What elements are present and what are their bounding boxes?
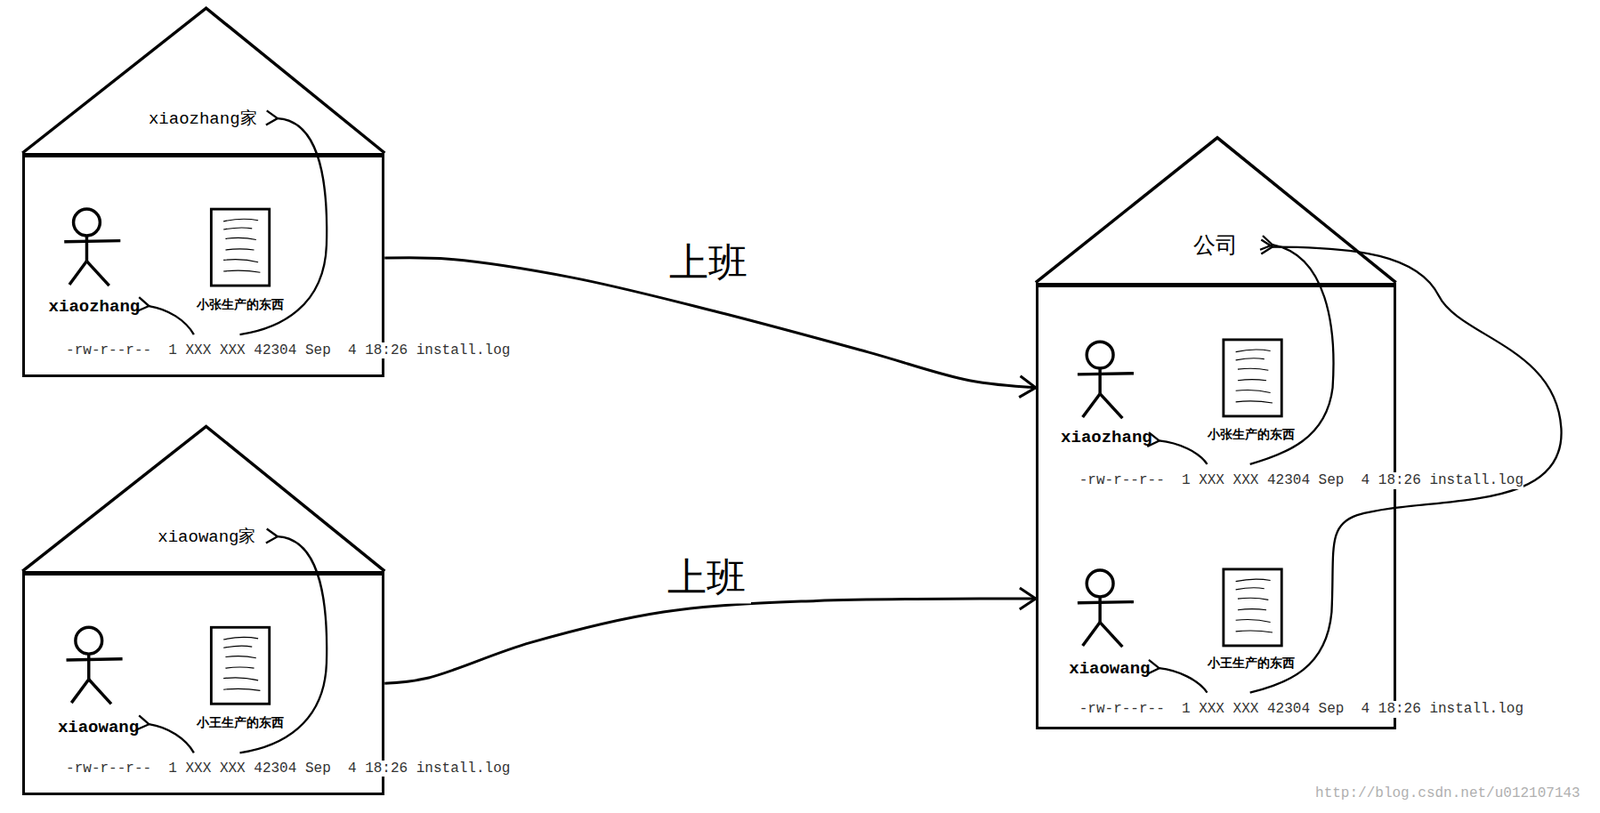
user-name: xiaowang (57, 719, 139, 739)
stick-figure (66, 627, 123, 704)
document-icon (1223, 569, 1282, 647)
document-icon (210, 627, 269, 704)
house-roof (22, 8, 385, 154)
owner-arrow (1159, 668, 1208, 694)
file-listing: -rw-r--r-- 1 XXX XXX 42304 Sep 4 18:26 i… (65, 342, 510, 359)
document-icon (210, 209, 269, 286)
file-listing: -rw-r--r-- 1 XXX XXX 42304 Sep 4 18:26 i… (1079, 472, 1524, 489)
commute-arrow (384, 598, 1036, 684)
stick-figure (64, 209, 121, 286)
company-roof (1035, 137, 1397, 283)
owner-arrow (1159, 440, 1208, 464)
house-roof (22, 426, 385, 572)
file-label: 小张生产的东西 (196, 297, 284, 312)
place-title: xiaozhang家 (148, 110, 258, 130)
user-name: xiaowang (1068, 660, 1150, 680)
owner-arrow (148, 724, 194, 753)
stick-figure (1077, 570, 1134, 647)
group-arrow (1250, 247, 1562, 694)
place-title: 公司 (1193, 233, 1238, 259)
owner-arrows (148, 118, 1561, 753)
file-label: 小张生产的东西 (1207, 427, 1295, 442)
building-box: 公司xiaozhang小张生产的东西-rw-r--r-- 1 XXX XXX 4… (1035, 282, 1397, 730)
owner-arrow (148, 306, 194, 335)
file-listing: -rw-r--r-- 1 XXX XXX 42304 Sep 4 18:26 i… (1079, 701, 1524, 718)
edge-label: 上班 (662, 551, 752, 605)
file-label: 小王生产的东西 (1207, 655, 1295, 671)
edge-label: 上班 (663, 235, 753, 289)
building-box: xiaozhang家xiaozhang小张生产的东西-rw-r--r-- 1 X… (22, 153, 385, 378)
file-label: 小王生产的东西 (196, 715, 284, 730)
watermark: http://blog.csdn.net/u012107143 (1315, 785, 1581, 802)
user-name: xiaozhang (48, 298, 141, 318)
stick-figure (1077, 341, 1134, 419)
user-name: xiaozhang (1060, 428, 1153, 449)
file-listing: -rw-r--r-- 1 XXX XXX 42304 Sep 4 18:26 i… (65, 760, 510, 777)
building-box: xiaowang家xiaowang小王生产的东西-rw-r--r-- 1 XXX… (22, 571, 385, 796)
place-title: xiaowang家 (157, 528, 256, 549)
document-icon (1223, 339, 1282, 417)
